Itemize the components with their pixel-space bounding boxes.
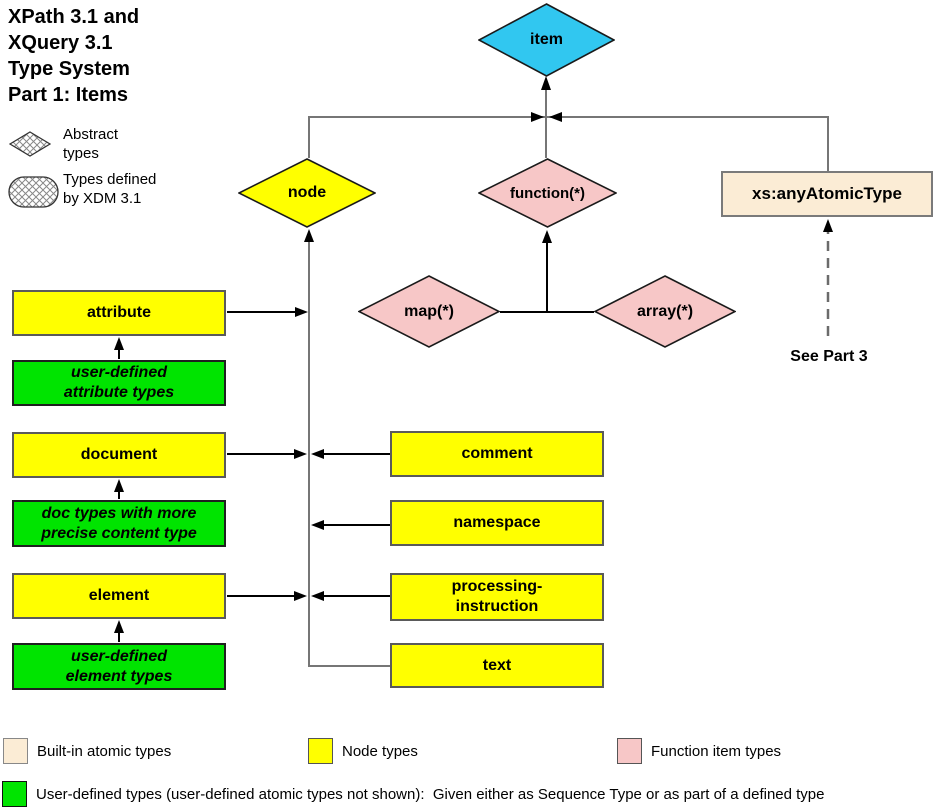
array-diamond: array(*) xyxy=(594,275,736,348)
document-box: document xyxy=(12,432,226,478)
legend-user-defined-types-label: User-defined types (user-defined atomic … xyxy=(36,785,825,803)
node-diamond: node xyxy=(238,158,376,228)
abstract-types-label: Abstract types xyxy=(63,126,119,162)
item-label: item xyxy=(530,31,563,48)
abstract-type-shape-icon xyxy=(9,131,51,157)
legend-node-types-label: Node types xyxy=(342,742,418,760)
user-defined-attribute-types-box: user-defined attribute types xyxy=(12,360,226,406)
user-defined-types-swatch xyxy=(2,781,27,807)
processing-instruction-box: processing- instruction xyxy=(390,573,604,621)
user-defined-arrows xyxy=(114,337,124,642)
function-label: function(*) xyxy=(510,184,585,202)
see-part3-note: See Part 3 xyxy=(790,348,868,365)
array-label: array(*) xyxy=(636,302,694,320)
legend-node-types: Node types xyxy=(308,738,418,764)
function-diamond: function(*) xyxy=(478,158,617,228)
text-box: text xyxy=(390,643,604,688)
namespace-box: namespace xyxy=(390,500,604,546)
element-box: element xyxy=(12,573,226,619)
map-array-connector xyxy=(500,230,594,313)
node-types-swatch xyxy=(308,738,333,764)
xdm-types-label: Types defined by XDM 3.1 xyxy=(63,171,157,207)
function-item-types-swatch xyxy=(617,738,642,764)
attribute-box: attribute xyxy=(12,290,226,336)
legend-builtin-atomic-label: Built-in atomic types xyxy=(37,742,172,760)
builtin-atomic-swatch xyxy=(3,738,28,764)
node-label: node xyxy=(287,184,327,201)
legend-function-item-types: Function item types xyxy=(617,738,781,764)
legend-function-item-types-label: Function item types xyxy=(651,742,782,760)
doc-types-box: doc types with more precise content type xyxy=(12,500,226,547)
diagram-title: XPath 3.1 and XQuery 3.1 Type System Par… xyxy=(8,6,140,106)
map-label: map(*) xyxy=(404,302,454,320)
bus-item-connector xyxy=(308,76,829,171)
node-trunk-connector xyxy=(227,229,390,667)
map-diamond: map(*) xyxy=(358,275,500,348)
comment-box: comment xyxy=(390,431,604,477)
legend-builtin-atomic: Built-in atomic types xyxy=(3,738,171,764)
see-part3-dashed-arrow xyxy=(823,219,833,336)
item-diamond: item xyxy=(478,3,615,77)
user-defined-element-types-box: user-defined element types xyxy=(12,643,226,690)
xdm-type-shape-icon xyxy=(8,176,59,208)
any-atomic-type-box: xs:anyAtomicType xyxy=(721,171,933,217)
legend-user-defined-types: User-defined types (user-defined atomic … xyxy=(2,781,825,807)
